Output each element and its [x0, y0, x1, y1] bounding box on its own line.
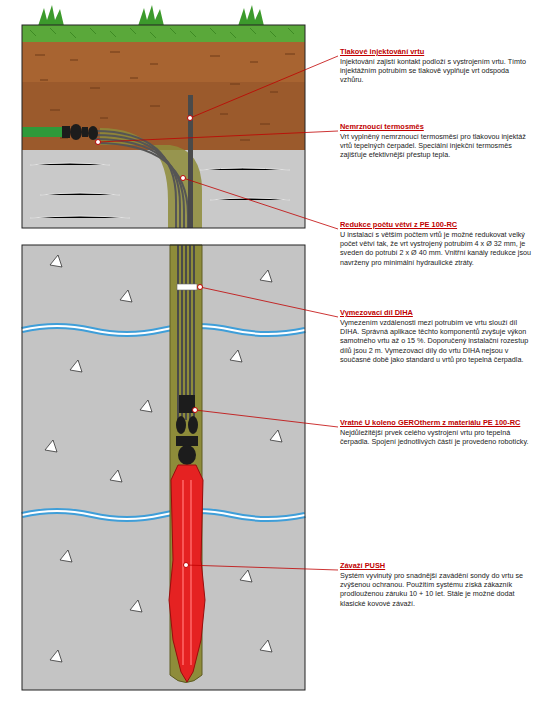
probe-pipes — [178, 245, 194, 420]
rock-triangle — [45, 255, 282, 662]
callout-heading: Vymezovací díl DIHA — [340, 308, 532, 317]
callout-text: Vymezením vzdálenosti mezi potrubím ve v… — [340, 318, 532, 364]
panel-frame — [22, 245, 305, 690]
pipe-bundle — [95, 131, 188, 228]
soil-layer — [22, 42, 305, 150]
callout-heading: Redukce počtu větví z PE 100-RC — [340, 220, 532, 229]
weight-highlight — [183, 480, 191, 665]
callout-text: Systém vyvinutý pro snadnější zavádění s… — [340, 571, 532, 608]
callout-heading: Nemrznoucí termosměs — [340, 122, 532, 131]
grass-layer — [22, 25, 305, 42]
callout-text: Vrt vyplněný nemrznoucí termosměsí pro t… — [340, 132, 532, 160]
grass-pattern — [30, 28, 294, 38]
rock-layer — [22, 25, 305, 228]
soil-pattern — [35, 52, 295, 140]
leader-line — [98, 56, 338, 570]
header-pipe — [22, 127, 62, 137]
rock-layer — [22, 245, 305, 690]
grass-tuft — [38, 5, 264, 26]
u-bend-coupling — [176, 395, 198, 465]
callout-heading: Tlakové injektování vrtu — [340, 47, 532, 56]
callout-text: Injektování zajistí kontakt podloží s vy… — [340, 57, 532, 85]
injection-pipe — [188, 95, 193, 228]
pipe-fittings — [62, 124, 98, 140]
push-weight — [169, 465, 205, 682]
callout-heading: Vratné U koleno GEROtherm z materiálu PE… — [340, 418, 532, 427]
water-band — [22, 326, 305, 519]
callout-heading: Závaží PUSH — [340, 561, 532, 570]
rock-streaks — [30, 163, 290, 218]
soil-upper — [22, 42, 305, 82]
leader-dot — [96, 116, 203, 568]
callout-text: U instalací s větším počtem vrtů je možn… — [340, 230, 532, 267]
panel-frame — [22, 25, 305, 228]
callout-text: Nejdůležitější prvek celého vystrojení v… — [340, 428, 532, 446]
diha-spacer — [177, 284, 197, 290]
